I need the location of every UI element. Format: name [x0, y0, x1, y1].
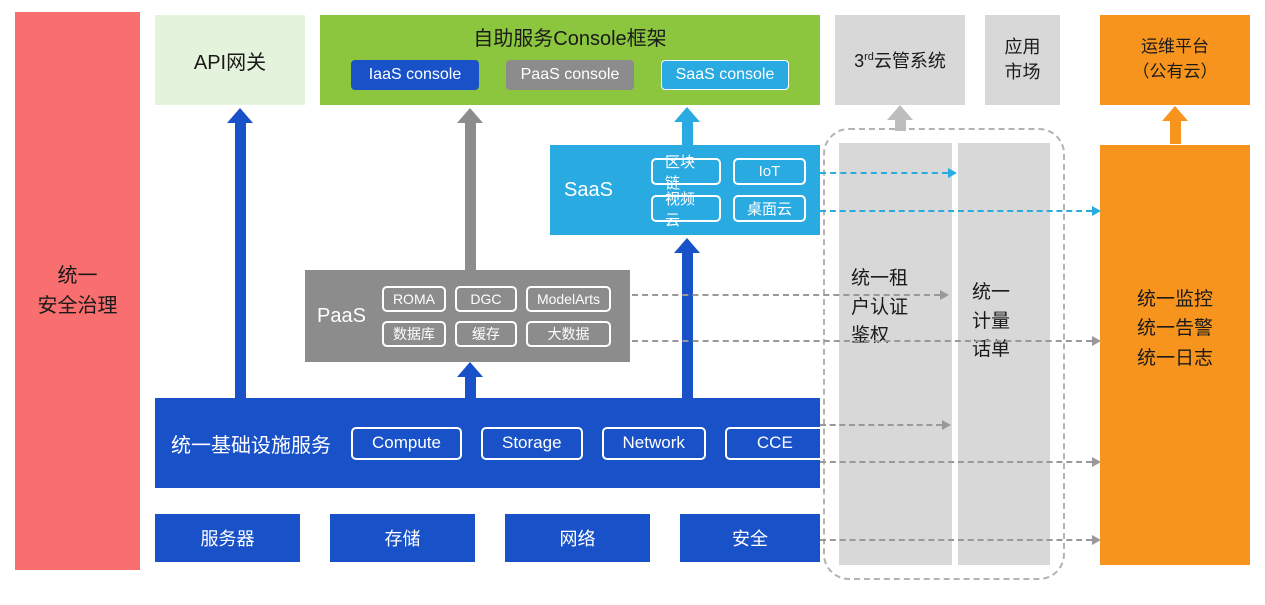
billing-column: 统一 计量 话单 [958, 143, 1050, 565]
arrow-head [887, 105, 913, 120]
arrow-paas-to-console [457, 108, 483, 270]
paas-service-chip-roma: ROMA [381, 285, 446, 312]
console-frame-title: 自助服务Console框架 [473, 28, 667, 50]
resource-label-server: 服务器 [200, 529, 255, 549]
arrow-auth-to-3rd-cms [887, 105, 913, 131]
saas-service-chip-desktopcloud: 桌面云 [732, 195, 806, 222]
infra-service-chip-compute: Compute [351, 426, 462, 460]
monitoring-column-label: 统一监控 统一告警 统一日志 [1136, 289, 1213, 369]
infra-service-chip-cce: CCE [724, 426, 825, 460]
resource-label-network: 网络 [559, 529, 596, 549]
arrow-shaft [1169, 121, 1181, 144]
infra-service-chip-network: Network [601, 426, 706, 460]
arrow-infra-to-saas [674, 238, 700, 398]
arrow-infra-to-api-gateway [227, 108, 253, 398]
third-party-cms-label: 3rd云管系统 [854, 51, 946, 71]
arrow-shaft [464, 377, 476, 398]
saas-service-chip-blockchain: 区块链 [650, 154, 721, 192]
saas-service-grid: 区块链 IoT 视频云 桌面云 [650, 154, 806, 229]
resource-box-server: 服务器 [155, 514, 300, 562]
arrow-shaft [894, 120, 906, 131]
paas-service-chip-bigdata: 大数据 [525, 320, 611, 347]
saas-console-label: SaaS console [675, 66, 775, 83]
paas-box: PaaS ROMA DGC ModelArts 数据库 缓存 大数据 [305, 270, 630, 362]
resource-label-storage: 存储 [384, 529, 421, 549]
iaas-console-chip: IaaS console [351, 60, 479, 90]
arrow-shaft [234, 123, 246, 398]
paas-label: PaaS [317, 304, 366, 327]
arrow-shaft [681, 122, 693, 145]
iaas-console-label: IaaS console [368, 66, 462, 83]
paas-console-chip: PaaS console [506, 60, 634, 90]
console-chip-row: IaaS console PaaS console SaaS console [351, 60, 789, 90]
paas-service-chip-cache: 缓存 [454, 320, 517, 347]
arrow-shaft [681, 253, 693, 398]
connector-saas-to-billing [820, 168, 957, 178]
connector-security-to-monitoring [820, 535, 1101, 545]
shared-services-dashed-border [823, 128, 1065, 580]
paas-service-grid: ROMA DGC ModelArts 数据库 缓存 大数据 [381, 285, 611, 347]
paas-service-chip-dgc: DGC [454, 285, 517, 312]
arrow-head [674, 107, 700, 122]
saas-label: SaaS [564, 178, 613, 201]
arrow-infra-to-paas [457, 362, 483, 398]
infra-box: 统一基础设施服务 Compute Storage Network CCE [155, 398, 825, 488]
infra-label: 统一基础设施服务 [171, 434, 331, 457]
resource-label-security: 安全 [732, 529, 768, 549]
connector-paas-to-billing [632, 290, 949, 300]
api-gateway-box: API网关 [155, 15, 305, 105]
auth-column: 统一租 户认证 鉴权 [839, 143, 952, 565]
monitoring-column: 统一监控 统一告警 统一日志 [1100, 145, 1250, 565]
paas-service-chip-modelarts: ModelArts [525, 285, 611, 312]
arrow-head [674, 238, 700, 253]
security-governance-label: 统一 安全治理 [37, 265, 118, 317]
paas-console-label: PaaS console [520, 66, 620, 83]
saas-box: SaaS 区块链 IoT 视频云 桌面云 [550, 145, 820, 235]
saas-console-chip: SaaS console [661, 60, 789, 90]
saas-service-chip-iot: IoT [732, 158, 806, 185]
arrow-shaft [464, 123, 476, 270]
third-party-cms-box: 3rd云管系统 [835, 15, 965, 105]
ops-platform-label: 运维平台 （公有云） [1132, 37, 1218, 81]
saas-service-chip-videocloud: 视频云 [650, 191, 721, 229]
arrow-head [1162, 106, 1188, 121]
connector-infra-to-billing [820, 420, 951, 430]
arrow-monitoring-to-ops [1162, 106, 1188, 144]
resource-box-storage: 存储 [330, 514, 475, 562]
arrow-saas-to-console [674, 107, 700, 145]
arrow-head [457, 108, 483, 123]
security-governance-bar: 统一 安全治理 [15, 12, 140, 570]
api-gateway-label: API网关 [193, 51, 267, 74]
arrow-head [227, 108, 253, 123]
arrow-head [457, 362, 483, 377]
console-frame-box: 自助服务Console框架 IaaS console PaaS console … [320, 15, 820, 105]
resource-box-network: 网络 [505, 514, 650, 562]
app-market-label: 应用 市场 [1004, 36, 1041, 82]
infra-service-chip-storage: Storage [480, 426, 583, 460]
resource-box-security: 安全 [680, 514, 820, 562]
connector-infra-to-monitoring [820, 457, 1101, 467]
app-market-box: 应用 市场 [985, 15, 1060, 105]
ops-platform-box: 运维平台 （公有云） [1100, 15, 1250, 105]
auth-column-label: 统一租 户认证 鉴权 [851, 268, 909, 346]
billing-column-label: 统一 计量 话单 [972, 282, 1011, 360]
connector-saas-to-monitoring [820, 206, 1101, 216]
paas-service-chip-database: 数据库 [381, 320, 446, 347]
connector-paas-to-monitoring [632, 336, 1101, 346]
